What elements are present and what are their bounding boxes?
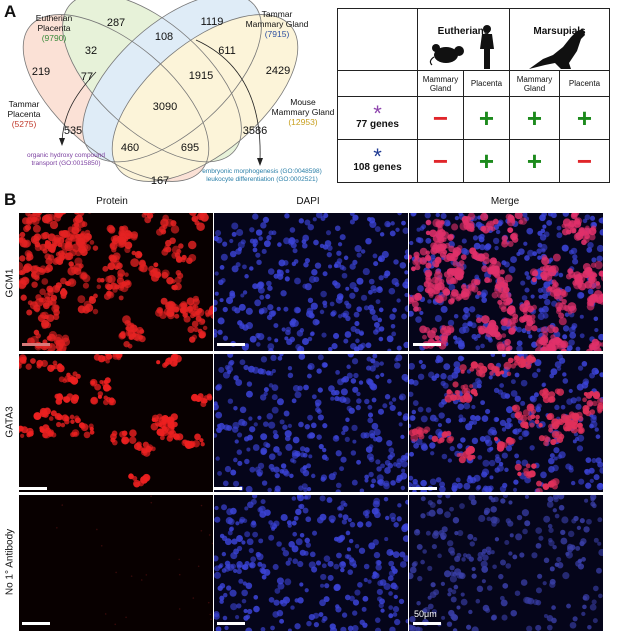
venn-region-611: 611 bbox=[218, 45, 236, 57]
scale-bar bbox=[22, 622, 50, 625]
human-icon bbox=[480, 25, 494, 69]
venn-label-eutherian-placenta: Eutherian Placenta (9790) bbox=[35, 13, 73, 43]
venn-region-695: 695 bbox=[180, 142, 200, 154]
micrograph-gata3-dapi bbox=[214, 354, 408, 492]
subheader-marsupial-mammary-gland: Mammary Gland bbox=[509, 70, 560, 97]
row-title-no-primary-antibody: No 1° Antibody bbox=[4, 528, 16, 596]
go-note-embryonic-morphogenesis: embryonic morphogenesis (GO:0048598) leu… bbox=[202, 168, 322, 183]
venn-region-167: 167 bbox=[150, 175, 170, 187]
column-title-dapi: DAPI bbox=[296, 196, 320, 207]
gene-signature-table: Eutherians Marsupials Mammary Gland Plac… bbox=[337, 8, 610, 183]
table-row: * 108 genes − + + − bbox=[337, 139, 610, 183]
venn-region-eutherian-placenta-only: 287 bbox=[106, 17, 126, 29]
subheader-eutherian-placenta: Placenta bbox=[463, 70, 510, 97]
venn-region-32: 32 bbox=[84, 45, 98, 57]
panel-a-letter: A bbox=[4, 2, 17, 21]
blue-star-icon: * bbox=[373, 143, 382, 169]
row-label-77-genes: * 77 genes bbox=[337, 96, 418, 140]
kangaroo-icon bbox=[529, 29, 585, 69]
row-label-108-genes: * 108 genes bbox=[337, 139, 418, 183]
row-title-gata3: GATA3 bbox=[4, 406, 16, 438]
venn-diagram bbox=[22, 0, 299, 182]
venn-label-mouse-mammary-gland: Mouse Mammary Gland (12953) bbox=[271, 97, 335, 127]
micrograph-gcm1-merge bbox=[409, 213, 603, 351]
scale-bar bbox=[413, 343, 441, 346]
sign-plus: + bbox=[526, 145, 543, 176]
micrograph-gcm1-dapi bbox=[214, 213, 408, 351]
venn-region-77: 77 bbox=[80, 71, 94, 83]
column-title-merge: Merge bbox=[490, 196, 520, 207]
sign-plus: + bbox=[526, 102, 543, 133]
venn-region-460: 460 bbox=[120, 142, 140, 154]
micrograph-gata3-protein bbox=[19, 354, 213, 492]
column-title-protein: Protein bbox=[96, 196, 128, 207]
scale-bar bbox=[22, 343, 50, 346]
venn-region-tammar-placenta-only: 219 bbox=[31, 66, 51, 78]
scale-bar-label: 50μm bbox=[414, 609, 437, 619]
micrograph-gata3-merge bbox=[409, 354, 603, 492]
sign-minus: − bbox=[576, 145, 593, 176]
venn-region-tammar-mammary-only: 1119 bbox=[200, 16, 224, 28]
go-note-organic-hydroxy: organic hydroxy compound transport (GO:0… bbox=[26, 152, 106, 167]
micrograph-control-protein bbox=[19, 495, 213, 631]
scale-bar bbox=[413, 622, 441, 625]
micrograph-gcm1-protein bbox=[19, 213, 213, 351]
venn-region-mouse-mammary-only: 2429 bbox=[265, 65, 291, 77]
micrograph-control-merge bbox=[409, 495, 603, 631]
table-row: * 77 genes − + + + bbox=[337, 96, 610, 140]
row-title-gcm1: GCM1 bbox=[4, 268, 16, 298]
sign-minus: − bbox=[432, 102, 449, 133]
scale-bar bbox=[217, 622, 245, 625]
subheader-eutherian-mammary-gland: Mammary Gland bbox=[417, 70, 464, 97]
venn-label-tammar-mammary-gland: Tammar Mammary Gland (7915) bbox=[245, 9, 309, 39]
sign-minus: − bbox=[432, 145, 449, 176]
venn-region-3586: 3586 bbox=[242, 125, 268, 137]
venn-label-tammar-placenta: Tammar Placenta (5275) bbox=[7, 99, 41, 129]
sign-plus: + bbox=[478, 145, 495, 176]
table-header-marsupials: Marsupials bbox=[509, 8, 610, 71]
table-header-eutherians: Eutherians bbox=[417, 8, 510, 71]
venn-region-1915: 1915 bbox=[188, 70, 214, 82]
venn-region-535: 535 bbox=[63, 125, 83, 137]
panel-b-letter: B bbox=[4, 190, 17, 209]
scale-bar bbox=[409, 487, 437, 490]
table-corner-cell bbox=[337, 8, 418, 71]
venn-region-all-four: 3090 bbox=[152, 101, 178, 113]
purple-star-icon: * bbox=[373, 100, 382, 126]
scale-bar bbox=[217, 343, 245, 346]
sign-plus: + bbox=[576, 102, 593, 133]
mouse-icon bbox=[429, 44, 464, 66]
sign-plus: + bbox=[478, 102, 495, 133]
venn-region-108: 108 bbox=[154, 31, 174, 43]
micrograph-control-dapi bbox=[214, 495, 408, 631]
scale-bar bbox=[214, 487, 242, 490]
scale-bar bbox=[19, 487, 47, 490]
subheader-marsupial-placenta: Placenta bbox=[559, 70, 610, 97]
